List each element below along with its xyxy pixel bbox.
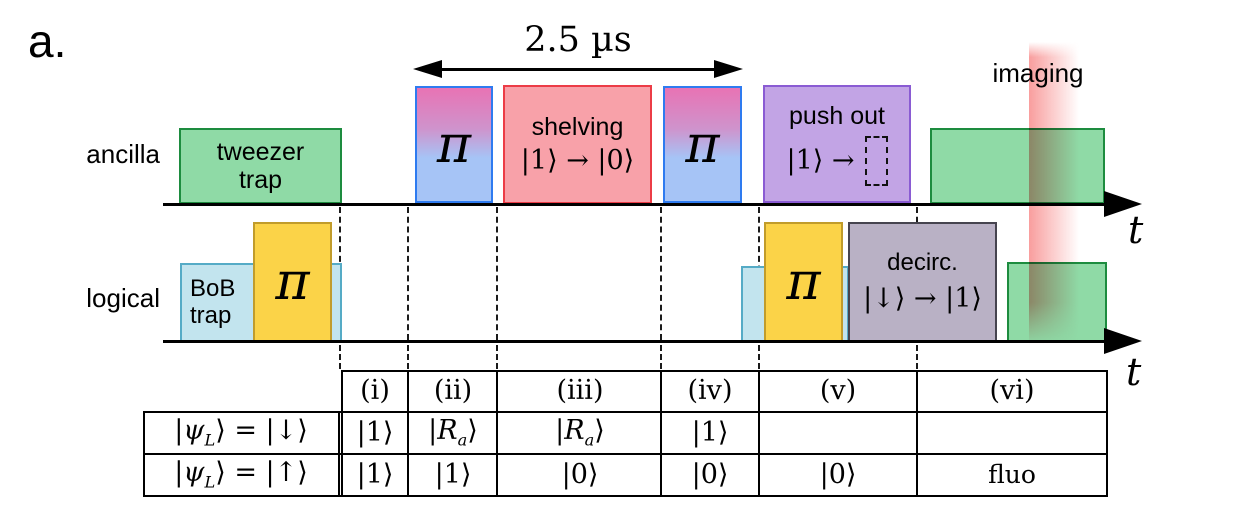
push-out-label: push out (789, 102, 885, 130)
table-row-label-down: |ψL⟩ = |↓⟩ (174, 415, 308, 450)
logical-pi-pulse-1: π (253, 222, 332, 342)
table-header-iii: (iii) (556, 374, 604, 406)
tweezer-trap-label-line2: trap (238, 166, 283, 194)
ancilla-pi-pulse-1: π (415, 86, 493, 203)
table-column-border (660, 370, 662, 497)
table-right-border (1106, 370, 1108, 497)
duration-arrowhead-right-icon (714, 60, 743, 78)
table-header-divider (143, 411, 1108, 413)
decirculation-pulse: decirc. |↓⟩ → |1⟩ (848, 222, 997, 342)
duration-annotation: 2.5 µs (524, 20, 632, 60)
table-header-vi: (vi) (989, 374, 1035, 406)
table-row-label-up: |ψL⟩ = |↑⟩ (174, 457, 308, 492)
dashed-separator (407, 345, 409, 369)
dashed-separator (339, 345, 341, 369)
logical-time-axis-label: t (1126, 350, 1142, 394)
push-out-pulse: push out |1⟩ → (763, 85, 911, 203)
logical-pi-pulse-2: π (764, 222, 843, 342)
table-cell: |1⟩ (356, 416, 394, 448)
logical-row-label: logical (86, 283, 160, 313)
table-header-iv: (iv) (687, 374, 733, 406)
table-bottom-border (143, 495, 1108, 497)
table-cell: |Ra⟩ (555, 415, 605, 450)
dashed-separator (496, 207, 498, 340)
dashed-separator (758, 345, 760, 369)
duration-arrowhead-left-icon (413, 60, 442, 78)
table-cell: |Ra⟩ (428, 415, 478, 450)
table-header-i: (i) (360, 374, 390, 406)
decirc-transition: |↓⟩ → |1⟩ (863, 282, 982, 314)
ancilla-timeline (163, 203, 1110, 206)
table-cell: |0⟩ (561, 458, 599, 490)
pi-symbol: π (436, 114, 472, 175)
tweezer-trap-pulse: tweezer trap (179, 128, 342, 204)
imaging-beam-band (1029, 42, 1079, 345)
ancilla-timeline-arrowhead-icon (1104, 191, 1142, 217)
dashed-separator (916, 345, 918, 369)
table-cell: |1⟩ (691, 416, 729, 448)
tweezer-trap-label-line1: tweezer (216, 138, 305, 166)
table-cell: |0⟩ (819, 458, 857, 490)
bob-trap-label-line1: BoB (190, 274, 236, 302)
push-out-transition-prefix: |1⟩ → (786, 144, 855, 176)
table-column-border (407, 370, 409, 497)
dashed-separator (407, 207, 409, 340)
table-column-border (496, 370, 498, 497)
shelving-pulse: shelving |1⟩ → |0⟩ (503, 85, 652, 204)
duration-arrow-line (436, 68, 718, 71)
shelving-label: shelving (531, 112, 624, 141)
ancilla-time-axis-label: t (1128, 208, 1144, 252)
dashed-separator (660, 345, 662, 369)
table-column-border (758, 370, 760, 497)
logical-timeline-arrowhead-icon (1104, 328, 1142, 354)
table-label-left-border (143, 411, 145, 497)
table-cell: |1⟩ (434, 458, 472, 490)
bob-trap-label-line2: trap (190, 301, 232, 329)
dashed-separator (660, 207, 662, 340)
table-header-v: (v) (819, 374, 857, 406)
figure-panel-label: a. (28, 15, 67, 67)
pi-symbol: π (786, 252, 821, 312)
shelving-transition: |1⟩ → |0⟩ (520, 144, 635, 176)
ancilla-row-label: ancilla (86, 139, 160, 169)
table-row-divider (143, 453, 1108, 455)
table-header-ii: (ii) (433, 374, 473, 406)
pi-symbol: π (275, 252, 310, 312)
table-column-border (341, 370, 343, 497)
pi-symbol: π (685, 114, 720, 175)
decirc-label: decirc. (887, 248, 958, 276)
dashed-separator (496, 345, 498, 369)
logical-timeline (163, 340, 1110, 343)
table-cell: |0⟩ (691, 458, 729, 490)
ancilla-pi-pulse-2: π (663, 86, 742, 203)
table-cell: |1⟩ (356, 458, 394, 490)
table-label-right-border (338, 411, 340, 497)
empty-state-dashed-box-icon (864, 136, 888, 186)
table-top-border (341, 370, 1108, 372)
table-column-border (916, 370, 918, 497)
table-cell-fluo: fluo (988, 459, 1036, 489)
